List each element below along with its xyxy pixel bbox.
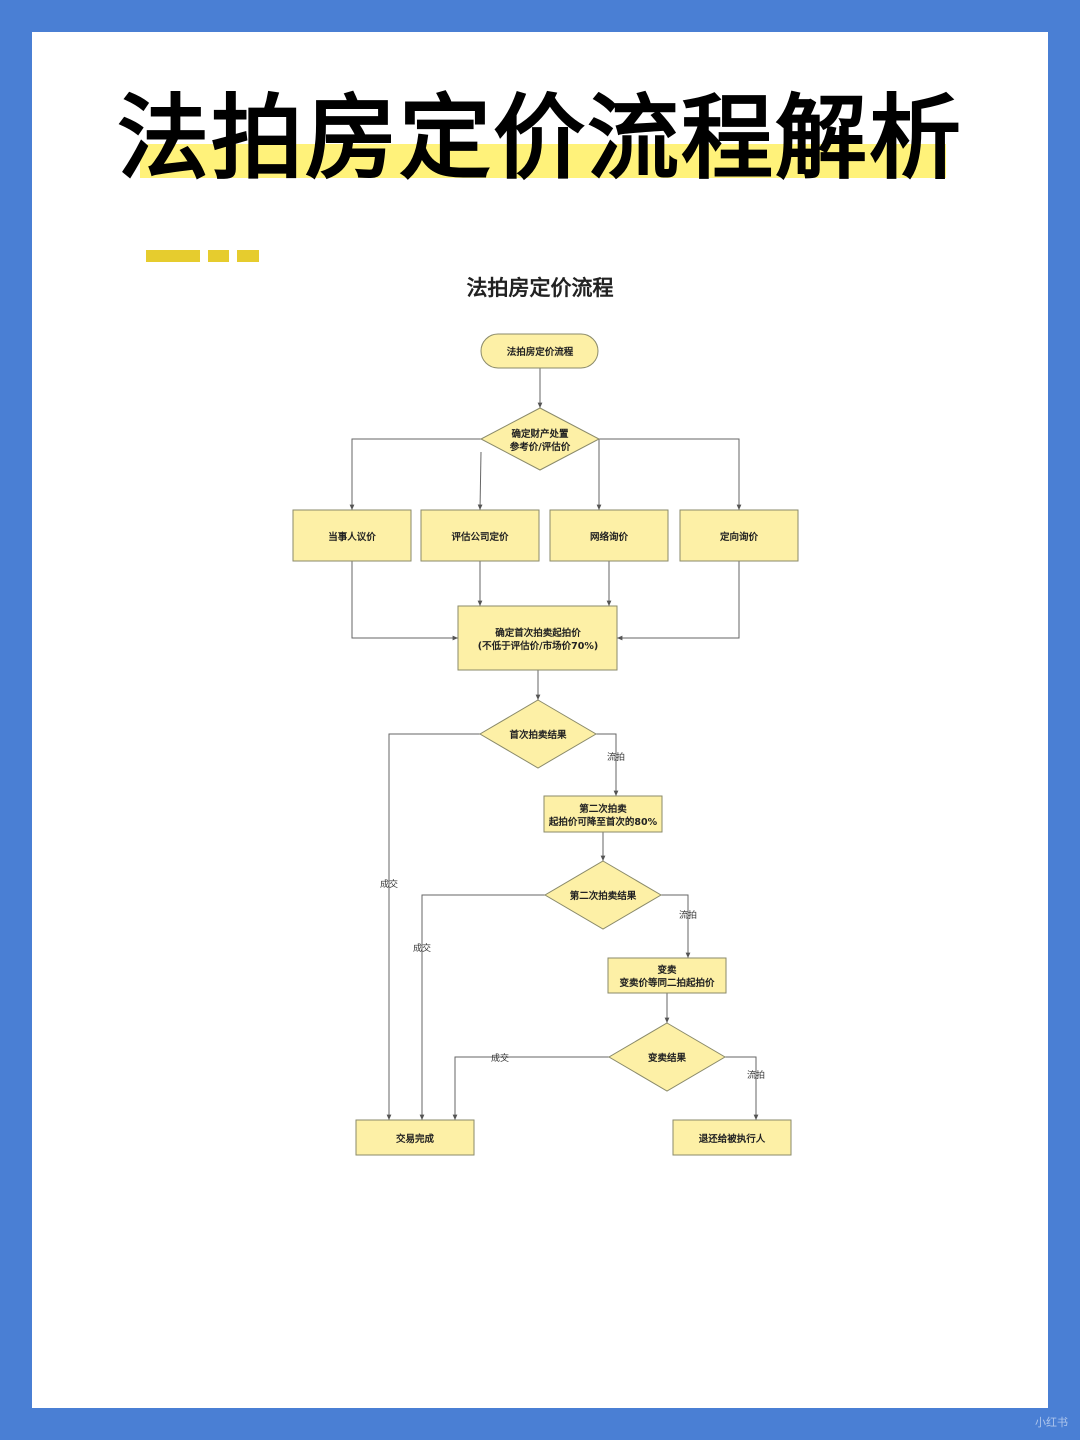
node-first-result [479, 699, 597, 769]
edge-decide-to-appraisal [477, 451, 483, 511]
node-party [292, 509, 412, 562]
node-second-result-label: 第二次拍卖结果 [570, 890, 637, 902]
node-online [549, 509, 669, 562]
node-second-result [544, 860, 662, 930]
node-directed-label: 定向询价 [719, 531, 759, 543]
node-return-label: 退还给被执行人 [699, 1133, 766, 1145]
edge-label-unsold-2: 流拍 [679, 909, 697, 921]
edge-label-deal-2: 成交 [413, 942, 431, 954]
edge-party-to-first-price [351, 561, 458, 641]
node-sale-label-2: 变卖价等同二拍起拍价 [619, 977, 715, 989]
edge-label-deal-1: 成交 [380, 878, 398, 890]
node-second-auction-label-1: 第二次拍卖 [579, 803, 627, 815]
decor-bar-long [146, 250, 200, 262]
node-decide-ref-label-2: 参考价/评估价 [509, 441, 571, 453]
title-highlight [140, 144, 946, 178]
edge-first-result-unsold [596, 733, 619, 796]
node-start-label: 法拍房定价流程 [507, 346, 574, 358]
node-start [480, 333, 599, 369]
edge-label-deal-3: 成交 [491, 1052, 509, 1064]
edge-second-result-unsold [661, 894, 691, 958]
edge-directed-to-first-price [617, 561, 740, 641]
edge-decide-to-directed [598, 438, 742, 510]
edge-sale-result-unsold [725, 1056, 759, 1120]
node-sale [607, 957, 727, 994]
node-done [355, 1119, 475, 1156]
watermark: 小红书 [1035, 1416, 1068, 1429]
node-online-label: 网络询价 [590, 531, 629, 543]
edge-second-result-deal [419, 894, 545, 1120]
node-first-result-label: 首次拍卖结果 [509, 729, 567, 741]
node-decide-ref-label-1: 确定财产处置 [511, 428, 569, 440]
node-decide-ref [479, 407, 601, 471]
node-sale-result [608, 1022, 726, 1092]
node-appraisal-label: 评估公司定价 [451, 531, 509, 543]
page-title: 法拍房定价流程解析 [116, 85, 963, 192]
node-directed [679, 509, 799, 562]
node-done-label: 交易完成 [396, 1133, 435, 1145]
node-second-auction [543, 795, 663, 833]
decor-bar-short-2 [237, 250, 259, 262]
node-sale-result-label: 变卖结果 [648, 1052, 687, 1064]
node-sale-label-1: 变卖 [657, 964, 677, 976]
edge-label-unsold-1: 流拍 [607, 751, 625, 763]
node-appraisal [420, 509, 540, 562]
diagram-title: 法拍房定价流程 [466, 276, 614, 300]
edge-first-result-deal [386, 733, 480, 1120]
node-return [672, 1119, 792, 1156]
node-party-label: 当事人议价 [328, 531, 376, 543]
edge-sale-result-deal [452, 1056, 609, 1120]
edge-decide-to-party [349, 438, 482, 510]
node-first-price [457, 605, 618, 671]
edge-label-unsold-3: 流拍 [747, 1069, 765, 1081]
node-first-price-label-1: 确定首次拍卖起拍价 [495, 627, 581, 639]
node-first-price-label-2: (不低于评估价/市场价70%) [478, 640, 598, 652]
decor-bar-short-1 [208, 250, 229, 262]
node-second-auction-label-2: 起拍价可降至首次的80% [548, 816, 658, 828]
